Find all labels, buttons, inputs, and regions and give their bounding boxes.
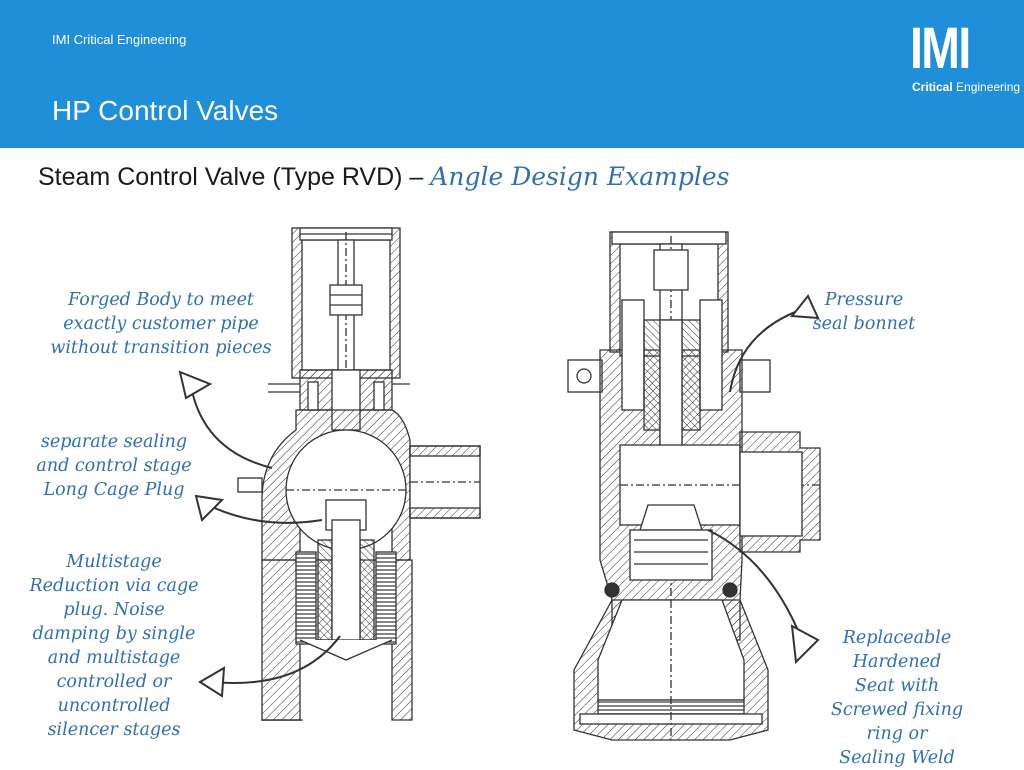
note-forged-body: Forged Body to meet exactly customer pip… [30,288,292,360]
note-sealing-stage: separate sealing and control stage Long … [14,430,214,502]
note-replaceable-seat: Replaceable Hardened Seat with Screwed f… [812,626,982,770]
note-pressure-seal: Pressure seal bonnet [794,288,934,336]
right-valve-drawing [568,232,820,740]
note-multistage: Multistage Reduction via cage plug. Nois… [14,550,214,742]
